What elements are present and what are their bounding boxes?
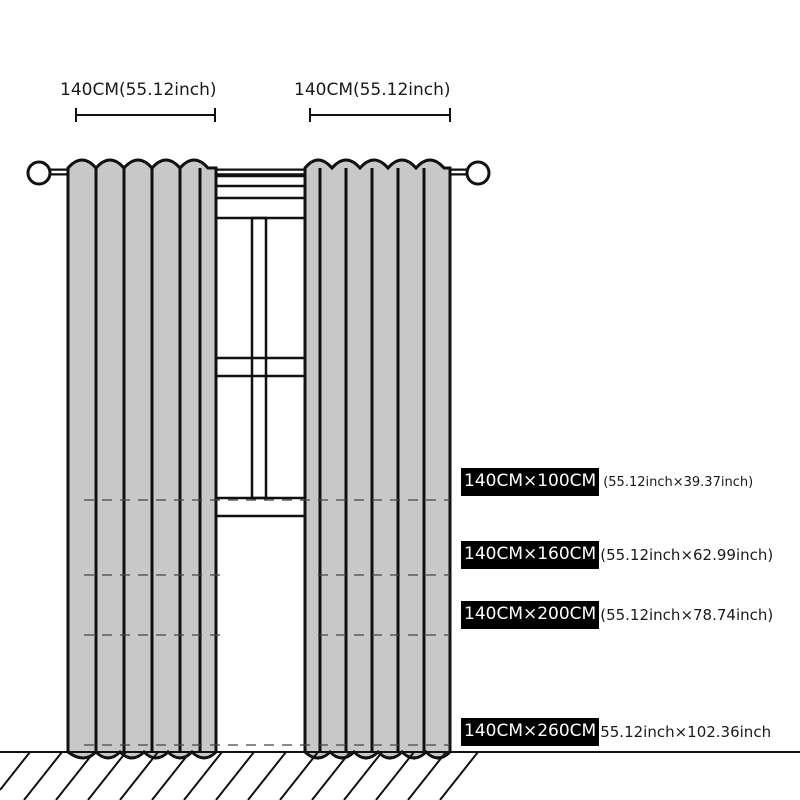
size-option-100: 140CM×100CM (55.12inch×39.37inch) — [461, 467, 753, 497]
size-option-160: 140CM×160CM (55.12inch×62.99inch) — [461, 540, 773, 570]
width-label-left: 140CM(55.12inch) — [60, 80, 217, 100]
size-inch-label: 55.12inch×102.36inch — [600, 723, 772, 741]
right-curtain-panel — [303, 158, 452, 760]
length-guides — [84, 499, 450, 746]
floor — [0, 751, 800, 800]
width-label-right: 140CM(55.12inch) — [294, 80, 451, 100]
window-frame — [210, 174, 314, 518]
size-main-label: 140CM×260CM — [461, 718, 600, 746]
width-dimension-left — [75, 108, 216, 122]
size-main-label: 140CM×160CM — [461, 541, 600, 569]
size-option-200: 140CM×200CM (55.12inch×78.74inch) — [461, 600, 773, 630]
size-main-label: 140CM×200CM — [461, 601, 600, 629]
rod-finial-right-icon — [465, 160, 491, 186]
rod-finial-left-icon — [26, 160, 52, 186]
width-dimension-right — [309, 108, 451, 122]
size-inch-label: (55.12inch×62.99inch) — [600, 546, 774, 564]
left-curtain-panel — [66, 158, 218, 760]
size-inch-label: (55.12inch×39.37inch) — [603, 474, 754, 490]
size-main-label: 140CM×100CM — [461, 468, 600, 496]
size-inch-label: (55.12inch×78.74inch) — [600, 606, 774, 624]
size-option-260: 140CM×260CM 55.12inch×102.36inch — [461, 717, 771, 747]
